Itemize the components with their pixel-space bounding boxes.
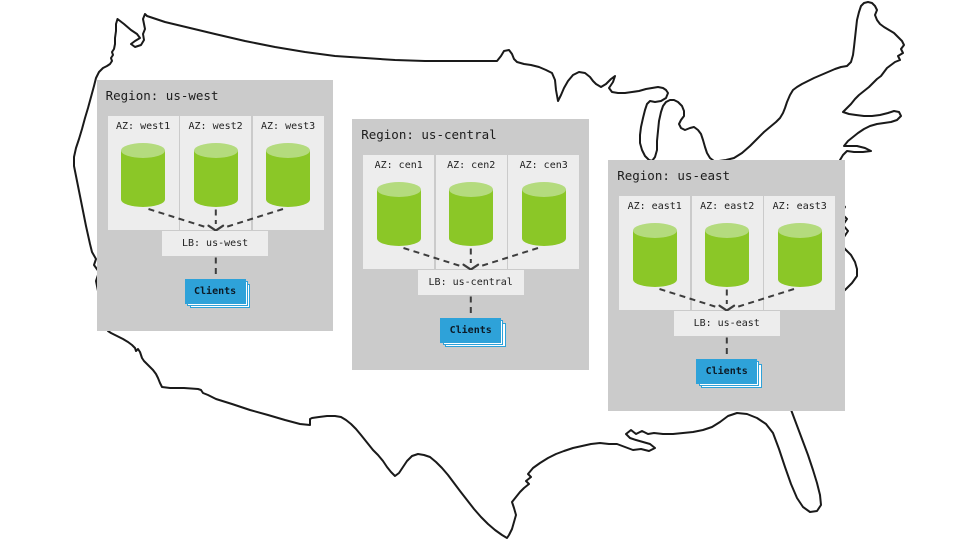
az-label: AZ: cen3 — [519, 159, 568, 171]
az-label: AZ: cen2 — [447, 159, 496, 171]
az-label: AZ: east2 — [700, 200, 755, 212]
az-label: AZ: west2 — [188, 120, 243, 132]
database-cylinder-icon — [705, 222, 750, 287]
az-label: AZ: east3 — [772, 200, 827, 212]
database-cylinder-icon — [449, 181, 494, 246]
database-cylinder-icon — [193, 142, 238, 207]
az-box: AZ: east3 — [764, 195, 836, 310]
load-balancer-box: LB: us-west — [162, 231, 269, 257]
database-cylinder-icon — [777, 222, 822, 287]
az-box: AZ: west2 — [180, 115, 252, 230]
az-box: AZ: cen3 — [508, 154, 580, 269]
region-title: Region: us-west — [105, 87, 219, 103]
az-box: AZ: east1 — [619, 195, 691, 310]
az-box: AZ: cen2 — [435, 154, 507, 269]
az-box: AZ: cen1 — [363, 154, 435, 269]
clients-box: Clients — [440, 317, 502, 343]
az-box: AZ: east2 — [691, 195, 763, 310]
clients-box: Clients — [184, 278, 246, 304]
database-cylinder-icon — [632, 222, 677, 287]
az-label: AZ: cen1 — [374, 159, 423, 171]
database-cylinder-icon — [521, 181, 566, 246]
database-cylinder-icon — [376, 181, 421, 246]
load-balancer-box: LB: us-central — [417, 270, 524, 296]
region-box-us-west: Region: us-west AZ: west1 AZ: west2 AZ: … — [96, 79, 333, 331]
load-balancer-box: LB: us-east — [673, 311, 780, 337]
clients-box: Clients — [696, 358, 758, 384]
region-box-us-east: Region: us-east AZ: east1 AZ: east2 AZ: … — [608, 159, 845, 411]
az-box: AZ: west1 — [107, 115, 179, 230]
az-box: AZ: west3 — [252, 115, 324, 230]
az-label: AZ: west3 — [261, 120, 316, 132]
region-title: Region: us-central — [361, 126, 497, 142]
region-box-us-central: Region: us-central AZ: cen1 AZ: cen2 AZ:… — [352, 118, 589, 371]
database-cylinder-icon — [266, 142, 311, 207]
database-cylinder-icon — [121, 142, 166, 207]
az-label: AZ: west1 — [116, 120, 171, 132]
az-label: AZ: east1 — [627, 200, 682, 212]
region-title: Region: us-east — [617, 167, 731, 183]
